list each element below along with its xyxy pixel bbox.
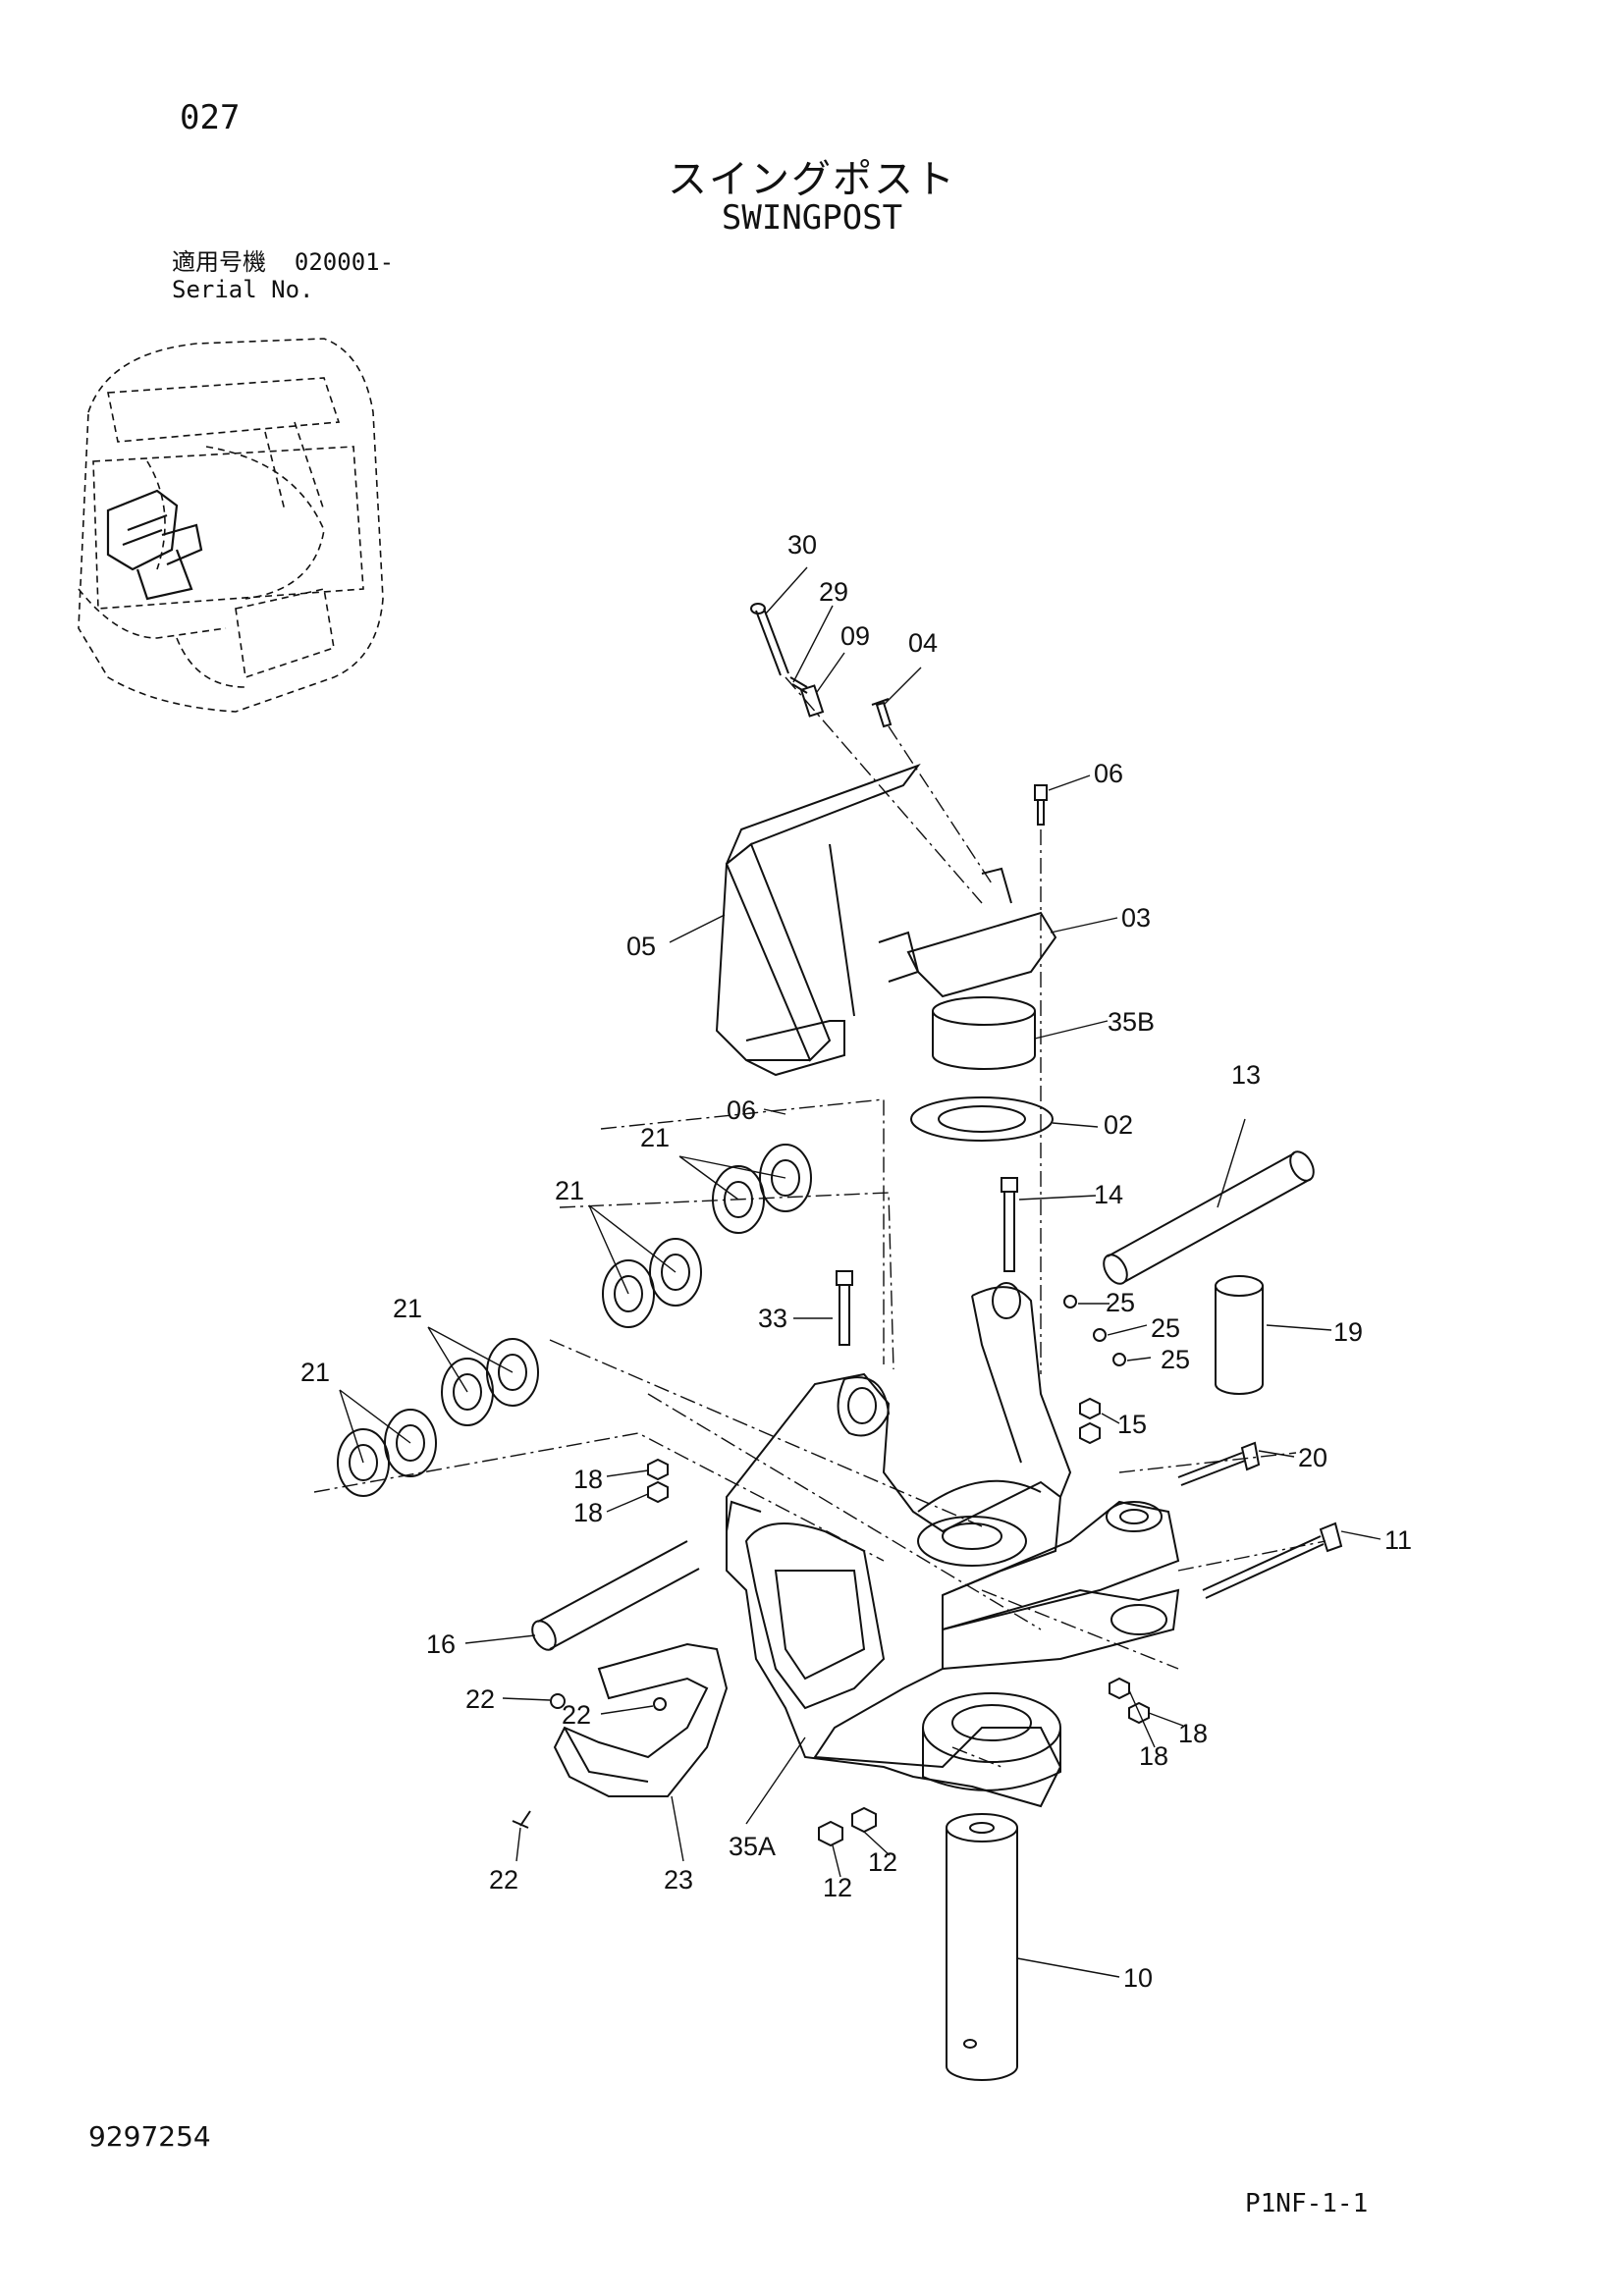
part-23-guard <box>553 1642 729 1797</box>
callout: 15 <box>1117 1410 1147 1439</box>
callout: 20 <box>1298 1443 1327 1472</box>
part-35a-swing-post <box>726 1282 1180 1808</box>
part-02-shim <box>910 1096 1054 1142</box>
callout: 05 <box>626 932 656 961</box>
part-20-bolt <box>1177 1441 1261 1486</box>
callout: 12 <box>868 1847 897 1877</box>
catalog-number: 9297254 <box>88 2120 211 2153</box>
callout: 21 <box>300 1358 330 1387</box>
title-japanese: スイングポスト <box>668 157 956 202</box>
callout: 22 <box>562 1700 591 1730</box>
part-03-bracket <box>878 867 1057 998</box>
callout: 22 <box>465 1684 495 1714</box>
callout: 04 <box>908 628 938 658</box>
part-16-pin <box>531 1540 700 1651</box>
title-english: SWINGPOST <box>721 198 903 238</box>
part-13-pin <box>1103 1150 1315 1285</box>
callout: 13 <box>1231 1060 1261 1090</box>
part-15-nuts <box>1079 1397 1101 1445</box>
part-09 <box>799 684 825 718</box>
part-21-shims <box>337 1144 812 1497</box>
serial-label-jp: 適用号機 <box>172 248 266 276</box>
part-33-bolt <box>836 1270 853 1346</box>
callout: 35B <box>1108 1007 1155 1037</box>
callout: 18 <box>1178 1719 1208 1748</box>
callout: 02 <box>1104 1110 1133 1140</box>
part-10-main-pin <box>946 1813 1018 2081</box>
callout: 03 <box>1121 903 1151 933</box>
location-thumbnail <box>78 338 384 713</box>
callout-labels: 30 29 09 04 06 05 03 35B 06 02 13 21 14 … <box>300 530 1412 1993</box>
callout: 25 <box>1106 1288 1135 1317</box>
callout: 22 <box>489 1865 518 1895</box>
serial-label-en: Serial No. <box>172 276 314 303</box>
callout: 21 <box>393 1294 422 1323</box>
callout: 21 <box>640 1123 670 1152</box>
part-35b-bushing <box>932 996 1036 1070</box>
callout: 35A <box>729 1832 776 1861</box>
page-code: P1NF-1-1 <box>1245 2189 1369 2218</box>
callout: 06 <box>727 1095 756 1125</box>
part-30-pin <box>750 603 789 676</box>
callout: 06 <box>1094 759 1123 788</box>
callout: 21 <box>555 1176 584 1205</box>
callout: 25 <box>1151 1313 1180 1343</box>
serial-value: 020001- <box>294 248 395 276</box>
page-number: 027 <box>180 98 241 137</box>
callout: 25 <box>1161 1345 1190 1374</box>
callout: 14 <box>1094 1180 1123 1209</box>
part-04 <box>871 698 893 728</box>
serial-block: 適用号機 020001- Serial No. <box>172 248 394 303</box>
callout: 18 <box>1139 1741 1168 1771</box>
callout: 12 <box>823 1873 852 1902</box>
location-highlight <box>106 489 203 601</box>
part-14-bolt <box>1001 1177 1018 1272</box>
callout: 33 <box>758 1304 787 1333</box>
part-18-nuts <box>647 1458 1150 1725</box>
part-11-bolt <box>1202 1522 1343 1599</box>
part-12-nuts <box>818 1806 877 1847</box>
callout: 10 <box>1123 1963 1153 1993</box>
part-19-pin <box>1215 1275 1264 1395</box>
part-22-bolts <box>512 1693 667 1829</box>
callout: 16 <box>426 1629 456 1659</box>
callout: 11 <box>1384 1525 1412 1555</box>
callout: 30 <box>787 530 817 560</box>
callout: 18 <box>573 1465 603 1494</box>
part-06-upper <box>1034 784 1048 826</box>
part-05-cover <box>715 763 921 1077</box>
callout: 19 <box>1333 1317 1363 1347</box>
callout: 18 <box>573 1498 603 1527</box>
part-29 <box>789 676 808 694</box>
callout: 09 <box>840 621 870 651</box>
callout: 23 <box>664 1865 693 1895</box>
callout: 29 <box>819 577 848 607</box>
part-25-nipples <box>1063 1295 1126 1366</box>
